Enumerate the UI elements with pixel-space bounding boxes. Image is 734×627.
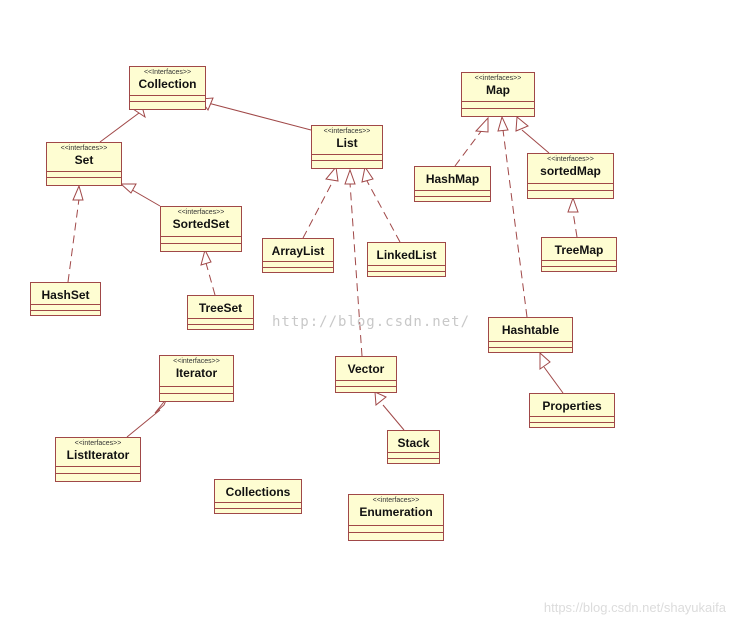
class-map[interactable]: <<interfaces>> Map	[461, 72, 535, 117]
class-name: Stack	[397, 436, 430, 450]
edge-stack-vector	[382, 404, 405, 431]
class-collection[interactable]: <<Interfaces>> Collection	[129, 66, 206, 110]
class-treemap[interactable]: TreeMap	[541, 237, 617, 272]
class-stack[interactable]: Stack	[387, 430, 440, 464]
arrowhead	[567, 196, 579, 213]
stereotype-label: <<interfaces>>	[547, 156, 594, 163]
class-name: Properties	[542, 399, 602, 413]
class-sortedset[interactable]: <<interfaces>> SortedSet	[160, 206, 242, 252]
class-name: Iterator	[175, 366, 218, 380]
stereotype-label: <<interfaces>>	[173, 358, 220, 365]
class-hashtable[interactable]: Hashtable	[488, 317, 573, 353]
class-properties[interactable]: Properties	[529, 393, 615, 428]
edge-hashset-set	[67, 198, 80, 283]
edge-vector-list	[349, 182, 363, 357]
class-collections[interactable]: Collections	[214, 479, 302, 514]
class-iterator[interactable]: <<interfaces>> Iterator	[159, 355, 234, 402]
watermark-center: http://blog.csdn.net/	[272, 314, 471, 330]
class-name: Enumeration	[359, 505, 433, 519]
stereotype-label: <<interfaces>>	[372, 497, 420, 504]
arrowhead	[497, 115, 509, 132]
edge-linkedlist-list	[366, 180, 401, 243]
edge-treeset-sortedset	[205, 262, 216, 296]
watermark-corner: https://blog.csdn.net/shayukaifa	[543, 600, 726, 615]
edge-listiterator-iterator	[126, 409, 161, 438]
class-name: TreeSet	[198, 301, 243, 315]
arrowhead	[515, 116, 529, 132]
class-vector[interactable]: Vector	[335, 356, 397, 393]
class-name: TreeMap	[554, 243, 604, 257]
stereotype-label: <<Interfaces>>	[143, 69, 192, 76]
class-enumeration[interactable]: <<interfaces>> Enumeration	[348, 494, 444, 541]
stereotype-label: <<interfaces>>	[323, 128, 371, 135]
class-name: Set	[74, 153, 94, 167]
arrowhead	[119, 183, 137, 194]
arrowhead	[72, 184, 84, 201]
stereotype-label: <<interfaces>>	[74, 440, 122, 447]
class-hashmap[interactable]: HashMap	[414, 166, 491, 202]
class-name: List	[336, 136, 358, 150]
arrowhead	[200, 248, 212, 266]
class-name: Vector	[347, 362, 385, 376]
stereotype-label: <<interfaces>>	[177, 209, 225, 216]
edge-properties-hashtable	[543, 366, 564, 394]
class-name: Map	[486, 83, 510, 97]
class-name: Collections	[225, 485, 291, 499]
class-list[interactable]: <<interfaces>> List	[311, 125, 383, 169]
stereotype-label: <<interfaces>>	[60, 145, 108, 152]
class-hashset[interactable]: HashSet	[30, 282, 101, 316]
arrowhead	[344, 168, 356, 185]
arrowhead	[474, 116, 489, 133]
class-name: ListIterator	[66, 448, 130, 462]
class-set[interactable]: <<interfaces>> Set	[46, 142, 122, 186]
class-name: HashMap	[425, 172, 480, 186]
class-name: LinkedList	[376, 248, 437, 262]
arrowhead	[539, 351, 551, 370]
class-treeset[interactable]: TreeSet	[187, 295, 254, 330]
edge-set-collection	[99, 112, 140, 143]
class-name: sortedMap	[540, 164, 601, 178]
arrowhead	[361, 165, 374, 183]
class-listiterator[interactable]: <<interfaces>> ListIterator	[55, 437, 141, 482]
class-sortedmap[interactable]: <<interfaces>> sortedMap	[527, 153, 614, 199]
edge-treemap-sortedmap	[572, 211, 578, 238]
edge-sortedmap-map	[521, 129, 550, 154]
edge-hashtable-map	[502, 129, 528, 318]
edge-list-collection	[207, 102, 312, 131]
edge-arraylist-list	[302, 180, 334, 239]
arrowhead	[325, 165, 339, 182]
stereotype-label: <<interfaces>>	[474, 75, 522, 82]
class-linkedlist[interactable]: LinkedList	[367, 242, 446, 277]
edge-hashmap-map	[454, 129, 483, 167]
class-arraylist[interactable]: ArrayList	[262, 238, 334, 273]
class-name: ArrayList	[271, 244, 325, 258]
class-name: SortedSet	[172, 217, 230, 231]
class-name: Collection	[138, 77, 197, 91]
class-name: Hashtable	[501, 323, 560, 337]
class-name: HashSet	[41, 288, 90, 302]
arrowhead	[374, 391, 387, 406]
